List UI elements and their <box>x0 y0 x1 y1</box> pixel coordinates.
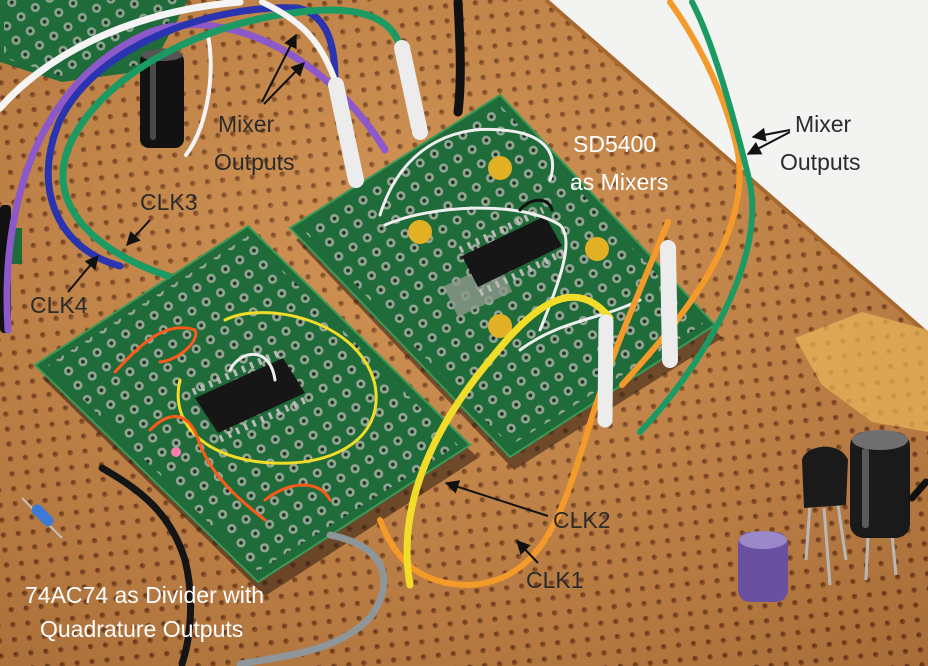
mixer-outputs-right-line2: Outputs <box>780 149 861 175</box>
mixer-chip <box>458 206 566 297</box>
white-wire-top-left <box>0 0 244 112</box>
black-wire-bottom <box>98 464 195 666</box>
clk3-arrow <box>126 219 151 247</box>
annotation-sd5400: SD5400 as Mixers <box>570 131 668 195</box>
annotation-mixer-outputs-right: Mixer Outputs <box>746 111 861 175</box>
annotation-mixer-outputs-left: Mixer Outputs <box>214 33 305 175</box>
purple-capacitor-top <box>739 531 787 549</box>
clk2-arrow <box>444 480 549 517</box>
tantalum-capacitor-2 <box>408 220 432 244</box>
transistor-leg-3 <box>836 504 848 561</box>
clk1-label: CLK1 <box>526 567 584 593</box>
clk2-label: CLK2 <box>553 507 611 533</box>
jumper-wires <box>0 0 756 666</box>
white-wire-top-center <box>259 0 337 81</box>
clk1-arrow <box>516 539 539 564</box>
sleeve-center <box>597 314 614 428</box>
tantalum-capacitor-1 <box>488 156 512 180</box>
divider-orange-wire-1 <box>113 326 198 374</box>
wire-sleeves <box>328 40 678 428</box>
sleeve-top-center <box>394 40 428 140</box>
yellow-wire-clk2 <box>403 293 614 589</box>
sleeve-right <box>660 240 678 368</box>
mixer-outputs-left-line1: Mixer <box>218 111 275 137</box>
gray-wire-bottom <box>236 531 388 666</box>
mixer-outputs-right-arrow-1 <box>751 127 791 142</box>
capacitor-bottom-right-highlight <box>862 448 869 528</box>
transistor-leg-2 <box>822 507 832 586</box>
white-wire-capacitor <box>184 33 213 157</box>
annotation-clk2: CLK2 <box>444 480 611 533</box>
mixer-jumper-wire-2 <box>383 206 568 332</box>
transistor-body <box>802 446 848 508</box>
electrolytic-capacitor-top-highlight <box>150 60 156 140</box>
purple-capacitor-body <box>738 532 788 602</box>
transistor-leg-1 <box>804 504 812 561</box>
orange-wire-clk1 <box>377 219 671 588</box>
tantalum-capacitor-4 <box>488 314 512 338</box>
electrolytic-capacitor-bottom-right <box>850 430 928 581</box>
mixer-chip-pins-bottom <box>478 248 566 297</box>
sd5400-line2: as Mixers <box>570 169 668 195</box>
divider-chip-body <box>195 358 305 433</box>
divider-orange-wire-2 <box>148 415 267 522</box>
green-wire-clk3 <box>59 6 406 280</box>
tantalum-capacitors <box>408 156 609 338</box>
capacitor-lead-1 <box>864 534 870 581</box>
divider-orange-wire-3 <box>263 483 332 502</box>
purple-wire <box>3 21 389 334</box>
capacitor-bottom-right-top <box>852 430 908 450</box>
sd5400-line1: SD5400 <box>573 131 656 157</box>
divider-pink-component <box>171 447 181 457</box>
resistor <box>21 497 63 539</box>
mixer-chip-pins-top <box>458 206 545 254</box>
black-wire-bottom-right <box>908 478 928 502</box>
annotation-clk3: CLK3 <box>126 189 198 247</box>
mixer-chip-body <box>462 216 562 287</box>
divider-pcb <box>33 224 478 596</box>
divider-white-wire <box>228 352 277 382</box>
sleeve-top-left <box>328 77 364 188</box>
mixer-jumper-wire-4 <box>518 298 642 352</box>
mixer-outputs-left-line2: Outputs <box>214 149 295 175</box>
kapton-tape <box>795 312 928 432</box>
mixer-jumper-wire-3 <box>518 198 554 212</box>
mixer-outputs-left-arrow-1 <box>261 33 297 103</box>
divider-chip <box>191 348 309 443</box>
annotation-clk4: CLK4 <box>30 254 99 318</box>
tantalum-capacitor-3 <box>585 237 609 261</box>
mixer-outputs-right-line1: Mixer <box>795 111 852 137</box>
black-wire-top-center <box>453 0 465 117</box>
mixer-outputs-right-arrow-2 <box>746 131 791 155</box>
mixer-jumper-wire-1 <box>378 127 554 217</box>
annotation-divider: 74AC74 as Divider with Quadrature Output… <box>25 582 264 642</box>
green-wire-right <box>637 0 756 435</box>
resistor-body <box>31 504 54 527</box>
divider-chip-pins-bottom <box>218 395 309 443</box>
blue-wire-clk4 <box>44 4 339 270</box>
clk3-label: CLK3 <box>140 189 198 215</box>
clk4-label: CLK4 <box>30 292 88 318</box>
divider-line2: Quadrature Outputs <box>40 616 243 642</box>
divider-line1: 74AC74 as Divider with <box>25 582 264 608</box>
purple-electrolytic-capacitor <box>738 531 788 602</box>
mixer-outputs-left-arrow-2 <box>263 61 305 105</box>
transistor <box>802 446 848 586</box>
capacitor-lead-2 <box>890 534 898 576</box>
clk4-arrow <box>67 254 99 293</box>
annotation-clk1: CLK1 <box>516 539 584 593</box>
